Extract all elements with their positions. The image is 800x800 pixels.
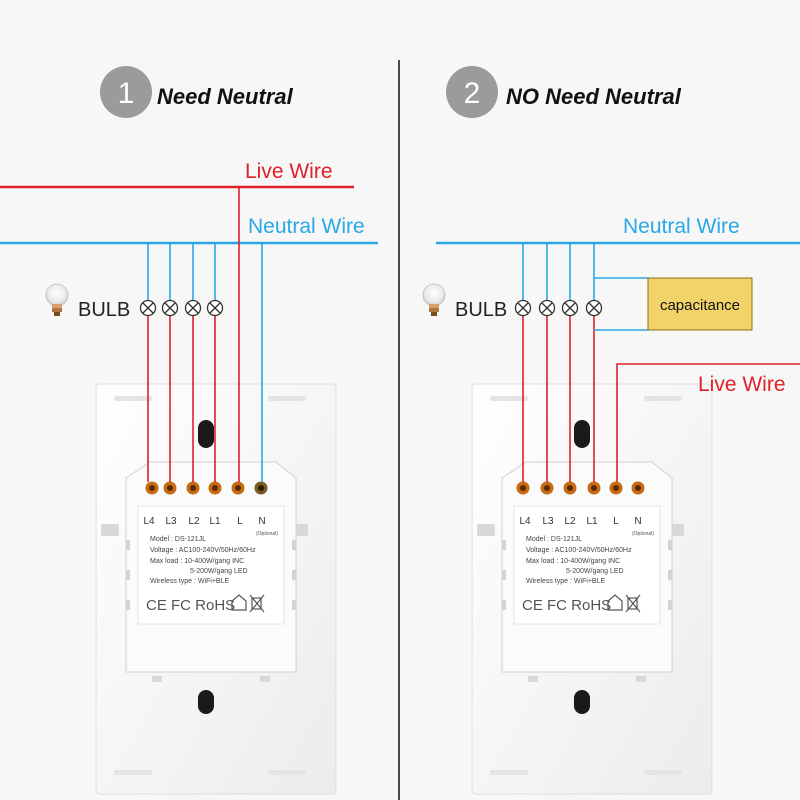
bulb-label: BULB — [455, 299, 507, 321]
optional-note: (Optional) — [632, 531, 654, 537]
step-badge: 1 — [100, 66, 152, 118]
wireless-text: Wireless type : WiFi+BLE — [150, 578, 229, 585]
terminal-label-l2: L2 — [188, 516, 200, 527]
bulb-connector-icons — [514, 299, 603, 317]
badge-circle — [100, 66, 152, 118]
mount-slot — [574, 420, 590, 448]
bulb-connector-icons — [139, 299, 224, 317]
panel-title: NO Need Neutral — [506, 84, 682, 109]
weee-bin-icon — [249, 594, 265, 613]
terminal-label-l3: L3 — [542, 516, 554, 527]
capacitance-box: capacitance — [647, 277, 753, 331]
terminal-label-l3: L3 — [165, 516, 177, 527]
max-load-text: Max load : 10-400W/gang INC — [526, 558, 620, 565]
max-load-led-text: 5-200W/gang LED — [190, 568, 248, 575]
badge-circle — [446, 66, 498, 118]
spec-label — [513, 505, 661, 625]
max-load-text: Max load : 10-400W/gang INC — [150, 558, 244, 565]
neutral-wire-label: Neutral Wire — [623, 215, 740, 238]
certification-marks: CE FC RoHS — [522, 597, 611, 614]
terminal-label-l2: L2 — [564, 516, 576, 527]
vertical-wires — [522, 243, 800, 482]
terminal-label-l1: L1 — [209, 516, 221, 527]
wireless-text: Wireless type : WiFi+BLE — [526, 578, 605, 585]
panel-no-need-neutral: 2 NO Need Neutral — [422, 66, 800, 795]
mount-slot — [198, 420, 214, 448]
badge-number: 2 — [464, 77, 481, 110]
max-load-led-text: 5-200W/gang LED — [566, 568, 624, 575]
terminal-block — [516, 481, 645, 495]
terminal-label-n: N — [634, 516, 641, 527]
model-text: Model : DS-121JL — [150, 536, 206, 543]
house-icon — [607, 594, 623, 611]
panel-need-neutral: 1 Need Neutral — [0, 66, 378, 795]
switch-plate: L4 L3 L2 L1 L N (Optional) Model : DS-12… — [95, 383, 337, 795]
live-wire-label: Live Wire — [698, 373, 786, 396]
vertical-wires — [147, 187, 263, 482]
bulb-icon — [45, 283, 69, 316]
house-icon — [231, 594, 247, 611]
panel-title: Need Neutral — [157, 84, 294, 109]
terminal-block — [145, 481, 268, 495]
step-badge: 2 — [446, 66, 498, 118]
terminal-label-l4: L4 — [519, 516, 531, 527]
model-text: Model : DS-121JL — [526, 536, 582, 543]
switch-plate: L4 L3 L2 L1 L N (Optional) Model : DS-12… — [471, 383, 713, 795]
capacitance-label: capacitance — [660, 297, 740, 314]
terminal-label-l1: L1 — [586, 516, 598, 527]
terminal-label-l4: L4 — [143, 516, 155, 527]
live-wire-label: Live Wire — [245, 160, 333, 183]
neutral-wire-label: Neutral Wire — [248, 215, 365, 238]
terminal-label-l: L — [613, 516, 619, 527]
voltage-text: Voltage : AC100-240V/50Hz/60Hz — [526, 547, 632, 554]
weee-bin-icon — [625, 594, 641, 613]
mount-slot — [198, 690, 214, 714]
terminal-label-l: L — [237, 516, 243, 527]
mount-slot — [574, 690, 590, 714]
certification-marks: CE FC RoHS — [146, 597, 235, 614]
bulb-icon — [422, 283, 446, 316]
spec-label — [137, 505, 285, 625]
badge-number: 1 — [118, 77, 135, 110]
bulb-label: BULB — [78, 299, 130, 321]
voltage-text: Voltage : AC100-240V/50Hz/60Hz — [150, 547, 256, 554]
optional-note: (Optional) — [256, 531, 278, 537]
terminal-label-n: N — [258, 516, 265, 527]
